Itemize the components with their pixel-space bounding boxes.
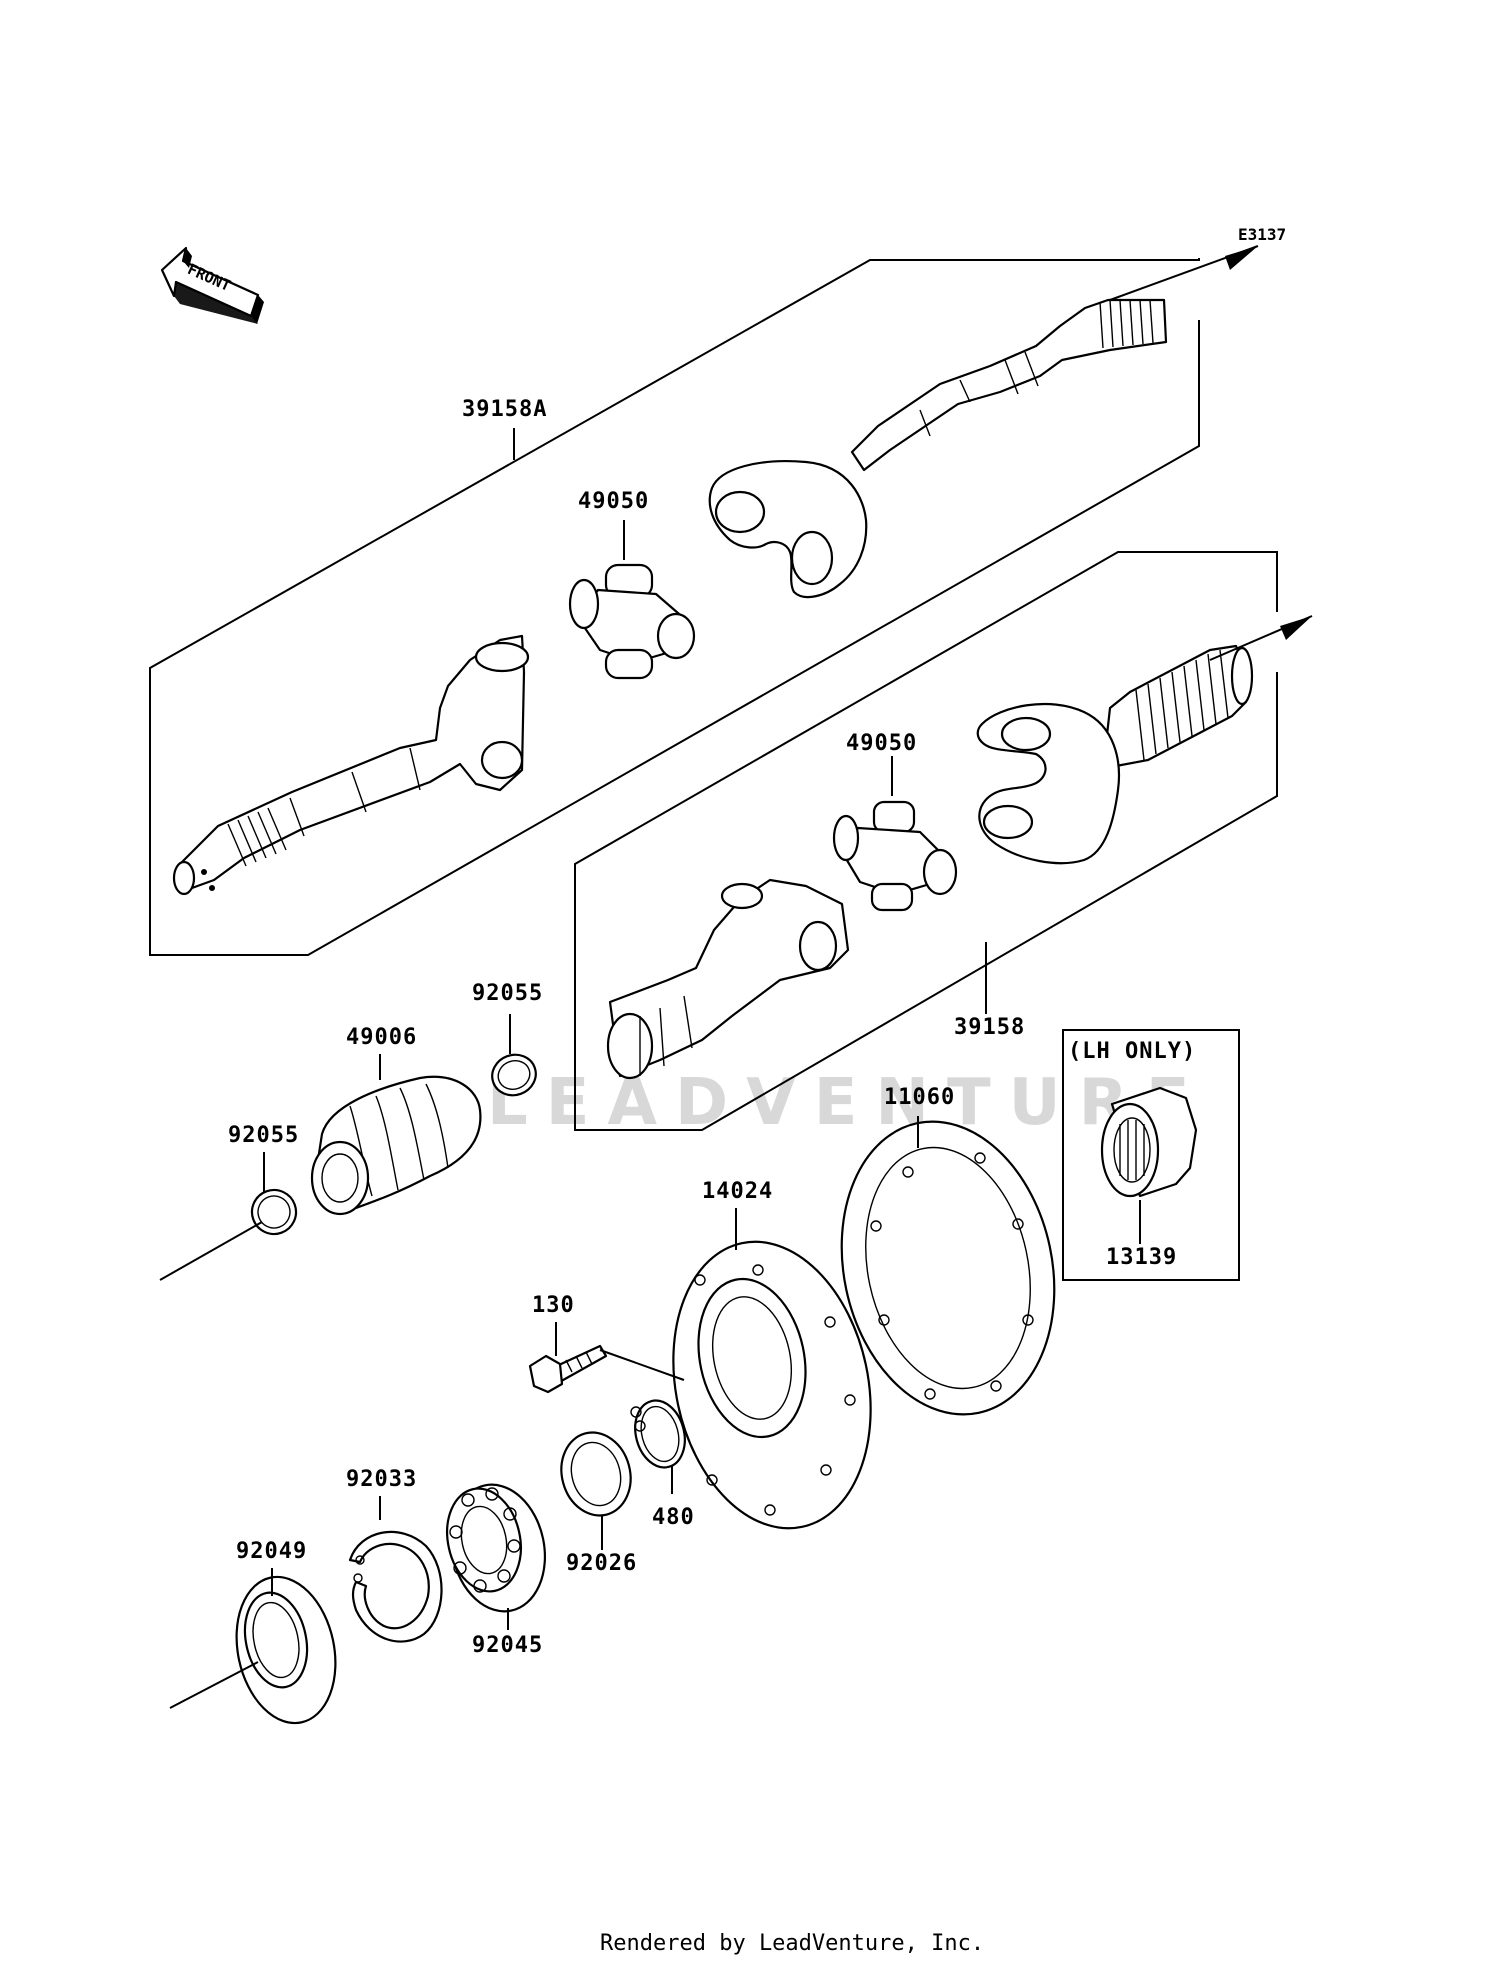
part-label-92049[interactable]: 92049 xyxy=(236,1539,307,1564)
part-label-39158[interactable]: 39158 xyxy=(954,1015,1025,1040)
part-label-92033[interactable]: 92033 xyxy=(346,1467,417,1492)
watermark: LEADVENTURE xyxy=(487,1066,1208,1140)
housing-14024 xyxy=(672,1240,872,1530)
universal-joint-upper xyxy=(568,563,696,680)
part-label-11060[interactable]: 11060 xyxy=(884,1085,955,1110)
front-arrow-icon: FRONT xyxy=(160,246,264,324)
upper-shaft-right xyxy=(708,298,1168,599)
upper-shaft-left xyxy=(172,634,530,896)
boot-49006 xyxy=(310,1075,482,1216)
part-label-13139[interactable]: 13139 xyxy=(1106,1245,1177,1270)
bolt-130 xyxy=(528,1344,608,1394)
o-ring-92055-right xyxy=(491,1053,537,1097)
bearing-92045 xyxy=(446,1483,547,1613)
lh-only-box: (LH ONLY) xyxy=(1062,1029,1240,1281)
part-label-49006[interactable]: 49006 xyxy=(346,1025,417,1050)
assembly-39158-outline xyxy=(574,551,1278,1131)
part-label-49050-upper[interactable]: 49050 xyxy=(578,489,649,514)
figure-code: E3137 xyxy=(1238,225,1286,244)
assembly-39158A-outline xyxy=(149,258,1200,956)
part-label-92055-upper[interactable]: 92055 xyxy=(472,981,543,1006)
part-label-92045[interactable]: 92045 xyxy=(472,1633,543,1658)
part-labels: 39158A 49050 49050 39158 92055 49006 920… xyxy=(228,397,1177,1658)
lower-shaft-right xyxy=(976,644,1254,865)
part-label-92055-left[interactable]: 92055 xyxy=(228,1123,299,1148)
part-label-480[interactable]: 480 xyxy=(652,1505,695,1530)
lower-shaft-left xyxy=(606,878,850,1080)
sleeve-13139 xyxy=(1100,1086,1198,1198)
o-ring-92055-left xyxy=(250,1188,298,1236)
axis-lines xyxy=(159,245,1313,1709)
part-label-49050-lower[interactable]: 49050 xyxy=(846,731,917,756)
part-label-92026[interactable]: 92026 xyxy=(566,1551,637,1576)
universal-joint-lower xyxy=(832,800,958,912)
washer-92026 xyxy=(560,1431,632,1517)
snap-ring-92033 xyxy=(348,1530,443,1643)
circlip-480 xyxy=(630,1399,686,1469)
lh-only-label: (LH ONLY) xyxy=(1068,1039,1196,1064)
footer-credit: Rendered by LeadVenture, Inc. xyxy=(600,1931,984,1956)
part-label-14024[interactable]: 14024 xyxy=(702,1179,773,1204)
leader-lines xyxy=(263,428,1141,1630)
part-label-39158A[interactable]: 39158A xyxy=(462,397,547,422)
oil-seal-92049 xyxy=(235,1575,337,1725)
part-label-130[interactable]: 130 xyxy=(532,1293,575,1318)
